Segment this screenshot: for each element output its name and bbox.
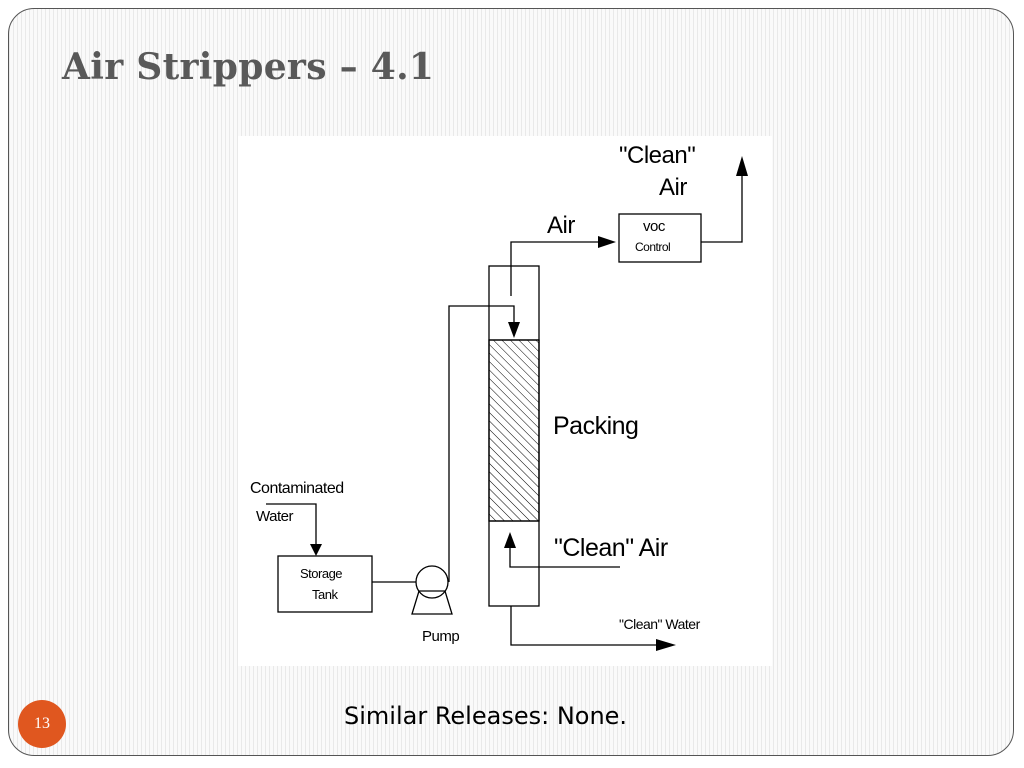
contaminated-water-line xyxy=(266,503,317,544)
air-stripper-diagram: "Clean" Air Air voc Control Packing "Cle… xyxy=(238,136,772,666)
air-outlet-line xyxy=(510,241,598,296)
label-clean-air-out-line2: Air xyxy=(659,174,687,201)
label-clean-water: "Clean" Water xyxy=(619,616,700,632)
water-feed-line xyxy=(448,305,515,582)
slide-caption: Similar Releases: None. xyxy=(344,702,628,730)
label-clean-air-in: "Clean" Air xyxy=(554,534,668,562)
clean-air-out-arrowhead xyxy=(736,156,748,176)
air-arrowhead xyxy=(598,236,616,248)
clean-air-inlet-line xyxy=(509,548,620,568)
clean-water-outlet-line xyxy=(510,606,656,646)
clean-air-in-arrowhead xyxy=(504,532,516,548)
label-control: Control xyxy=(635,240,671,254)
pump xyxy=(415,565,449,599)
label-water: Water xyxy=(256,508,293,525)
voc-control-box xyxy=(618,213,702,263)
pump-base xyxy=(411,590,453,615)
clean-air-outlet-line xyxy=(701,176,743,243)
page-number-badge: 13 xyxy=(18,700,66,748)
water-inlet-arrowhead xyxy=(508,322,520,338)
label-contaminated: Contaminated xyxy=(250,480,344,497)
label-clean-air-out-line1: "Clean" xyxy=(619,142,696,169)
label-voc: voc xyxy=(643,218,665,235)
contaminated-water-arrowhead xyxy=(310,544,322,556)
label-air: Air xyxy=(547,212,575,239)
diagram-drawing xyxy=(266,156,748,651)
clean-water-arrowhead xyxy=(656,639,676,651)
packing-bed xyxy=(488,339,540,522)
label-storage: Storage xyxy=(300,566,343,581)
label-pump: Pump xyxy=(422,628,460,645)
storage-tank xyxy=(277,555,373,613)
label-packing: Packing xyxy=(553,412,639,440)
slide-title: Air Strippers – 4.1 xyxy=(62,46,435,88)
label-tank: Tank xyxy=(312,587,338,602)
